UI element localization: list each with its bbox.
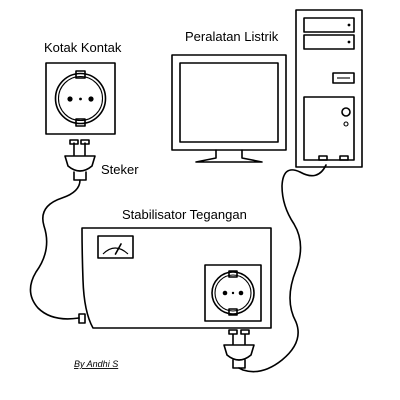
pc-tower-icon [295, 9, 363, 168]
label-appliance: Peralatan Listrik [185, 29, 279, 44]
wall-outlet-icon [45, 62, 116, 135]
label-plug: Steker [101, 162, 139, 177]
cable-icon [29, 164, 327, 373]
plug-icon [64, 139, 96, 181]
stabilizer-outlet-icon [204, 264, 262, 322]
monitor-icon [171, 54, 287, 163]
label-stabilizer: Stabilisator Tegangan [122, 207, 247, 222]
label-credit: By Andhi S [74, 359, 118, 369]
label-outlet: Kotak Kontak [44, 40, 122, 55]
plug-pc-icon [223, 329, 255, 369]
voltmeter-icon [97, 235, 134, 259]
stabilizer-icon [78, 227, 272, 329]
